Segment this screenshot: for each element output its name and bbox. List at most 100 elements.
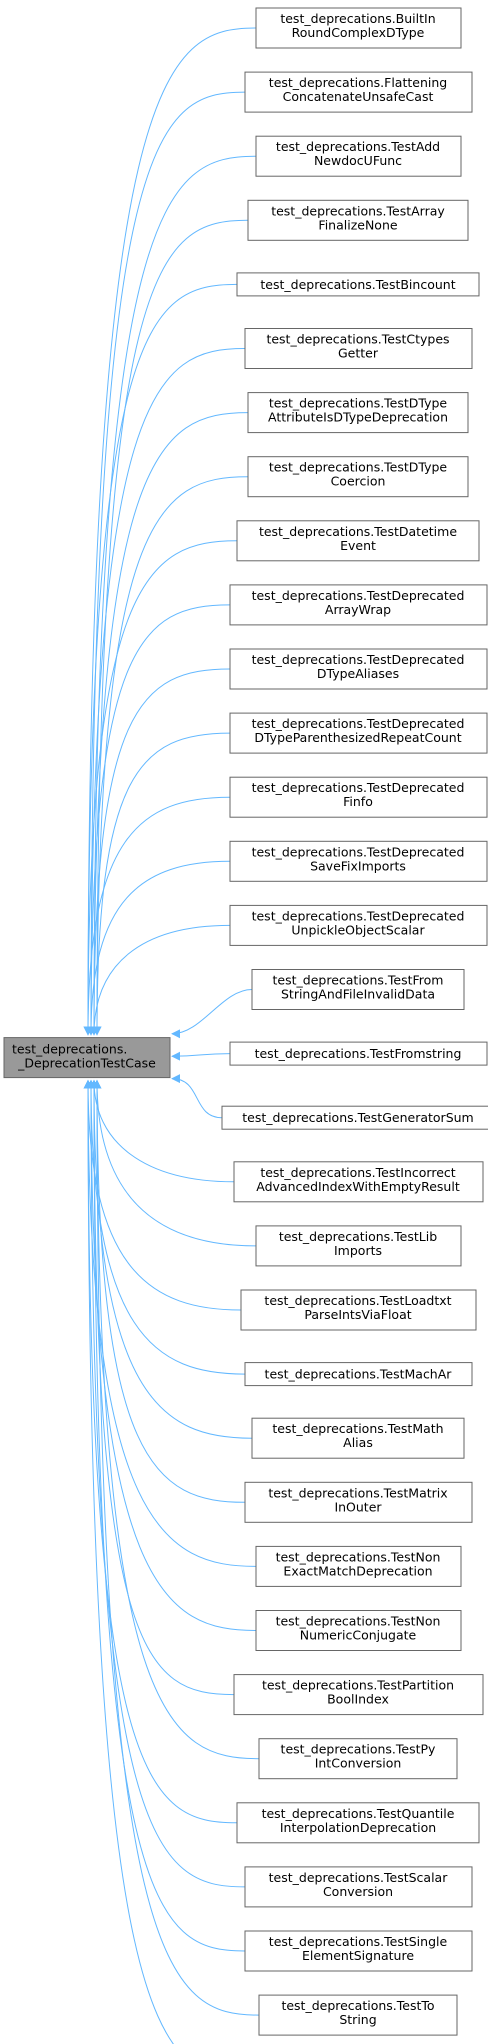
derived-class-label-line: test_deprecations.TestScalar: [269, 1870, 449, 1885]
derived-class-label-line: InOuter: [334, 1499, 382, 1514]
derived-class-label-line: Coercion: [331, 474, 386, 489]
derived-class-label: test_deprecations.TestMachAr: [265, 1367, 453, 1382]
derived-class-box: [240, 1289, 477, 1331]
derived-class-box: [221, 1105, 488, 1130]
inheritance-edge: [92, 1079, 260, 1760]
derived-class-label-line: test_deprecations.TestMachAr: [265, 1367, 453, 1382]
derived-class-label-line: test_deprecations.TestCtypes: [266, 332, 449, 347]
derived-class-box: [233, 1161, 484, 1203]
derived-class-box: [255, 1610, 462, 1651]
derived-class-label-line: test_deprecations.TestIncorrect: [260, 1165, 455, 1180]
inheritance-edge: [86, 348, 246, 1036]
derived-class-label-line: NewdocUFunc: [314, 153, 402, 168]
derived-class-box: [255, 7, 462, 49]
inheritance-edge: [83, 1079, 242, 1311]
derived-class-node[interactable]: test_deprecations.TestBincount: [236, 272, 480, 297]
inheritance-edge: [86, 91, 246, 1036]
derived-class-node[interactable]: test_deprecations.TestFromstring: [229, 1041, 488, 1066]
derived-class-label-line: ParseIntsViaFloat: [304, 1307, 411, 1322]
inheritance-edge: [171, 1074, 223, 1119]
derived-class-box: [229, 648, 488, 690]
derived-class-box: [229, 1041, 488, 1066]
base-class-label: test_deprecations._DeprecationTestCase: [12, 1042, 156, 1071]
inheritance-edge: [83, 1079, 174, 2044]
derived-class-label-line: test_deprecations.TestDeprecated: [252, 908, 465, 923]
derived-class-box: [229, 904, 488, 946]
derived-class-box: [255, 135, 462, 177]
inheritance-edge: [89, 1079, 246, 1952]
derived-class-box: [258, 1738, 458, 1780]
derived-class-label-line: SaveFixImports: [310, 858, 406, 873]
derived-class-label: test_deprecations.TestBincount: [260, 277, 455, 292]
derived-class-label-line: test_deprecations.TestBincount: [260, 277, 455, 292]
derived-class-label-line: test_deprecations.TestGeneratorSum: [242, 1110, 473, 1125]
derived-class-label-line: BoolIndex: [327, 1692, 389, 1707]
derived-class-label-line: FinalizeNone: [318, 217, 397, 232]
derived-class-box: [244, 1481, 473, 1523]
base-class-node[interactable]: test_deprecations._DeprecationTestCase: [3, 1037, 171, 1079]
derived-class-box: [229, 712, 488, 754]
base-class-label-line: _DeprecationTestCase: [17, 1056, 156, 1071]
derived-class-label-line: test_deprecations.TestDeprecated: [252, 652, 465, 667]
inheritance-edge: [171, 1051, 231, 1061]
inheritance-edge: [171, 989, 253, 1039]
inheritance-edge: [89, 1079, 253, 1439]
derived-class-node[interactable]: test_deprecations.TestGeneratorSum: [221, 1105, 488, 1130]
derived-class-label-line: ConcatenateUnsafeCast: [283, 89, 434, 104]
derived-class-label-line: test_deprecations.TestDeprecated: [252, 844, 465, 859]
inheritance-edge: [89, 1079, 235, 1183]
derived-class-label-line: test_deprecations.Flattening: [269, 75, 447, 90]
derived-class-label-line: test_deprecations.TestFromstring: [255, 1046, 462, 1061]
derived-class-node[interactable]: test_deprecations.TestMachAr: [244, 1362, 473, 1387]
derived-class-box: [244, 1930, 473, 1972]
derived-class-label-line: StringAndFileInvalidData: [281, 987, 435, 1002]
derived-class-label-line: test_deprecations.BuiltIn: [280, 11, 435, 26]
derived-class-label-line: test_deprecations.TestQuantile: [262, 1806, 455, 1821]
derived-class-label-line: InterpolationDeprecation: [280, 1820, 436, 1835]
inheritance-edge: [86, 1079, 257, 1631]
derived-class-box: [229, 776, 488, 818]
